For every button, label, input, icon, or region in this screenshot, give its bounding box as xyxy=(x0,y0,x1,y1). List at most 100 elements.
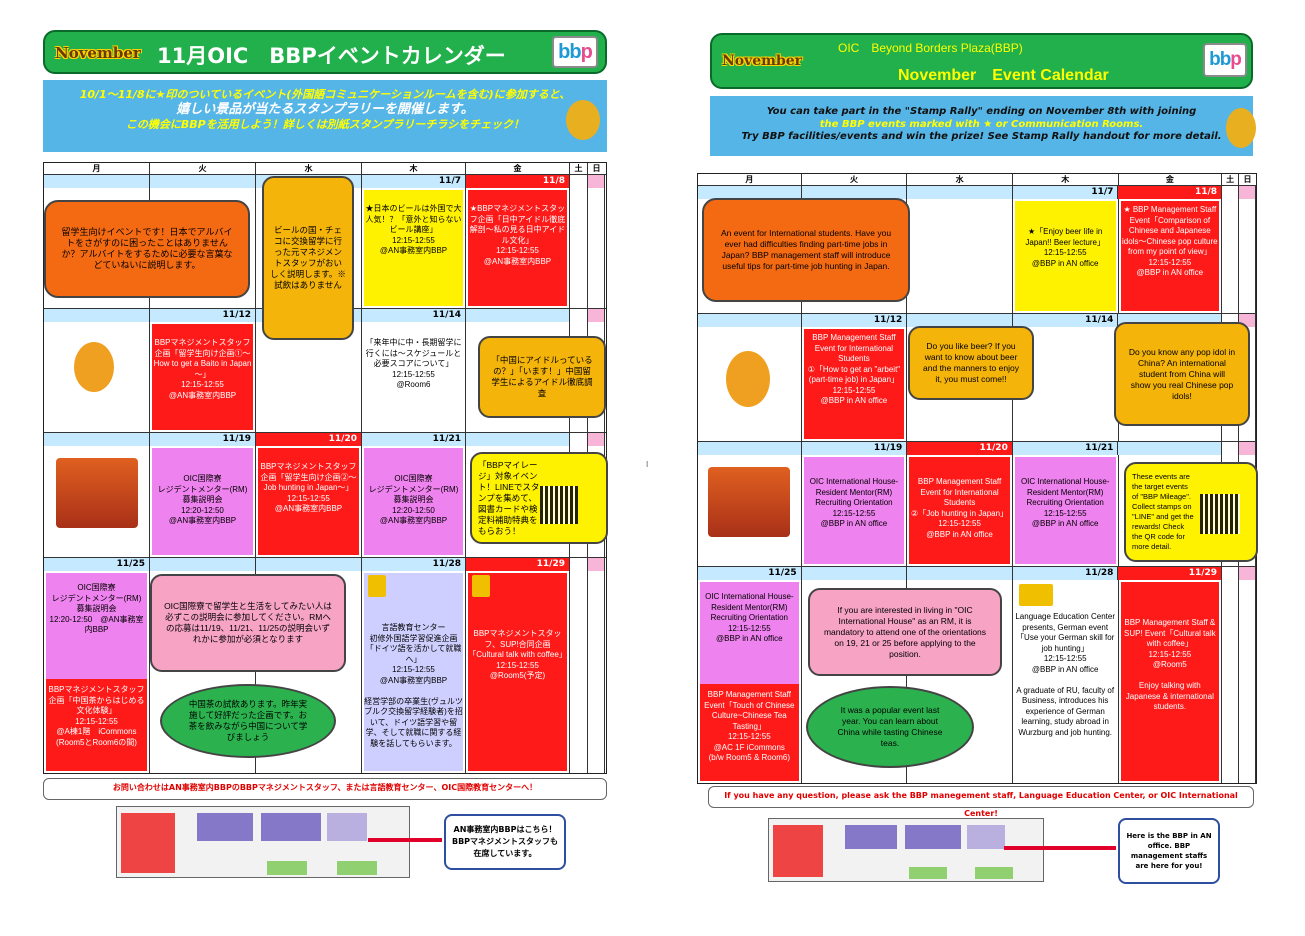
autumn-leaf-icon xyxy=(1226,108,1256,148)
weekday-thu: 木 xyxy=(1013,174,1119,185)
jp-bubble-intl-students: 留学生向けイベントです！日本でアルバイトをさがすのに困ったことはありませんか？ア… xyxy=(44,200,250,298)
date-label: 11/25 xyxy=(44,558,150,571)
jp-notice-line1: 10/1～11/8に★印のついているイベント(外国語コミュニケーションルームを含… xyxy=(79,88,571,101)
separator-mark: l xyxy=(646,460,649,469)
event-baito-japan[interactable]: BBP Management Staff Event for Internati… xyxy=(803,329,905,439)
weekday-tue: 火 xyxy=(150,163,256,174)
date-label: 11/8 xyxy=(1118,186,1223,199)
event-rm-orientation-21[interactable]: OIC International House-Resident Mentor(… xyxy=(1014,457,1116,564)
en-title: November Event Calendar xyxy=(898,67,1109,84)
weekday-thu: 木 xyxy=(362,163,466,174)
weekday-wed: 水 xyxy=(256,163,362,174)
en-bubble-rm: If you are interested in living in "OIC … xyxy=(808,588,1002,676)
jp-bubble-idol: 「中国にアイドルっているの？」「います！」中国留学生によるアイドル徹底調査 xyxy=(478,336,606,418)
date-label: 11/7 xyxy=(1012,186,1119,199)
jp-bbp-location-info: AN事務室内BBPはこちら！BBPマネジメントスタッフも在席しています。 xyxy=(444,814,566,870)
jp-contact-note: お問い合わせはAN事務室内BBPのBBPマネジメントスタッフ、または言語教育セン… xyxy=(43,778,607,800)
weekday-mon: 月 xyxy=(698,174,802,185)
event-beer-lecture[interactable]: ★「Enjoy beer life in Japan!! Beer lectur… xyxy=(1014,201,1116,311)
jp-weekday-header: 月 火 水 木 金 土 日 xyxy=(44,163,606,175)
qr-code[interactable] xyxy=(1200,494,1240,534)
jp-title-banner: November 11月OIC BBPイベントカレンダー bbp xyxy=(43,30,607,74)
event-rm-orientation-21[interactable]: OIC国際寮 レジデントメンター(RM) 募集説明会 12:20-12:50 @… xyxy=(364,448,463,555)
en-floor-map[interactable] xyxy=(768,818,1044,882)
en-month-label: November xyxy=(722,53,803,69)
jp-bubble-tea: 中国茶の試飲あります。昨年実施して好評だった企画です。お茶を飲みながら中国につい… xyxy=(160,684,336,758)
event-chinese-tea[interactable]: BBPマネジメントスタッフ企画「中国茶からはじめる文化体験」 12:15-12:… xyxy=(46,679,147,771)
bbp-mileage-icon xyxy=(1018,584,1053,606)
date-label: 11/7 xyxy=(362,175,466,188)
event-cultural-talk-coffee[interactable]: BBPマネジメントスタッフ、SUP!合同企画「Cultural talk wit… xyxy=(468,573,567,771)
date-label: 11/12 xyxy=(150,309,256,322)
en-contact-note: If you have any question, please ask the… xyxy=(708,786,1254,818)
weekday-fri: 金 xyxy=(1119,174,1223,185)
jp-floor-map[interactable] xyxy=(116,806,410,878)
en-weekday-header: 月 火 水 木 金 土 日 xyxy=(698,174,1256,186)
jp-month-label: November xyxy=(55,44,141,62)
event-baito-japan[interactable]: BBPマネジメントスタッフ企画「留学生向け企画①～How to get a Ba… xyxy=(152,324,253,430)
en-bubble-mileage: These events are the target events of "B… xyxy=(1124,462,1258,562)
date-label: 11/21 xyxy=(1012,442,1119,455)
event-beer-lecture[interactable]: ★日本のビールは外国で大人気！？「意外と知らないビール講座」 12:15-12:… xyxy=(364,190,463,306)
weekday-sun: 日 xyxy=(592,164,601,173)
event-chinese-tea[interactable]: BBP Management Staff Event「Touch of Chin… xyxy=(700,684,799,781)
en-bbp-logo: bbp xyxy=(1203,43,1247,77)
date-label: 11/19 xyxy=(150,433,256,446)
en-notice-line3: Try BBP facilities/events and win the pr… xyxy=(741,131,1222,142)
map-arrow xyxy=(1004,846,1116,850)
event-idol-culture[interactable]: ★BBPマネジメントスタッフ企画「日中アイドル徹底解剖～私の見る日中アイドル文化… xyxy=(468,190,567,306)
en-title-line1: OIC Beyond Borders Plaza(BBP) xyxy=(838,41,1023,55)
date-label: 11/19 xyxy=(801,442,908,455)
event-job-hunting[interactable]: BBPマネジメントスタッフ企画「留学生向け企画②～Job hunting in … xyxy=(258,448,359,555)
date-label: 11/29 xyxy=(466,558,570,571)
jp-stamp-rally-notice: 10/1～11/8に★印のついているイベント(外国語コミュニケーションルームを含… xyxy=(43,80,607,152)
bbp-mileage-icon xyxy=(368,575,386,597)
event-german-job-hunting[interactable]: Language Education Center presents, Germ… xyxy=(1014,582,1116,781)
event-rm-orientation-19[interactable]: OIC International House-Resident Mentor(… xyxy=(803,457,905,564)
jp-title: 11月OIC BBPイベントカレンダー xyxy=(157,44,506,68)
event-german-job-hunting[interactable]: 言語教育センター 初修外国語学習促進企画「ドイツ語を活かして就職へ」 12:15… xyxy=(364,573,463,771)
en-notice-line1: You can take part in the "Stamp Rally" e… xyxy=(766,106,1197,117)
weekday-fri: 金 xyxy=(466,163,570,174)
weekday-tue: 火 xyxy=(802,174,908,185)
event-rm-orientation-25[interactable]: OIC国際寮 レジデントメンター(RM) 募集説明会 12:20-12:50 @… xyxy=(46,573,147,681)
event-rm-orientation-25[interactable]: OIC International House-Resident Mentor(… xyxy=(700,582,799,687)
date-label: 11/28 xyxy=(362,558,466,571)
jp-bubble-rm: OIC国際寮で留学生と生活をしてみたい人は必ずこの説明会に参加してください。RM… xyxy=(150,574,346,672)
event-job-hunting[interactable]: BBP Management Staff Event for Internati… xyxy=(909,457,1010,564)
weekday-sat: 土 xyxy=(1222,174,1240,185)
en-bubble-idol: Do you know any pop idol in China? An in… xyxy=(1114,322,1250,426)
date-label: 11/12 xyxy=(801,314,908,327)
autumn-character-icon xyxy=(726,351,770,407)
en-stamp-rally-notice: You can take part in the "Stamp Rally" e… xyxy=(710,96,1253,156)
jp-bbp-logo: bbp xyxy=(552,36,598,68)
date-label: 11/20 xyxy=(907,442,1013,455)
event-study-abroad-schedule[interactable]: 「来年中に中・長期留学に行くには～スケジュールと必要スコアについて」 12:15… xyxy=(364,324,463,430)
en-title-banner: OIC Beyond Borders Plaza(BBP) November N… xyxy=(710,33,1253,89)
date-label: 11/29 xyxy=(1118,567,1223,580)
weekday-mon: 月 xyxy=(44,163,150,174)
en-bubble-beer: Do you like beer? If you want to know ab… xyxy=(908,326,1034,400)
jp-bubble-beer: ビールの国・チェコに交換留学に行った元マネジメントスタッフがおいしく説明します。… xyxy=(262,176,354,340)
date-label: 11/25 xyxy=(698,567,802,580)
date-label: 11/8 xyxy=(466,175,570,188)
jp-bubble-mileage: 「BBPマイレージ」対象イベント！LINEでスタンプを集めて、図書カードや検定料… xyxy=(470,452,608,544)
weekday-wed: 水 xyxy=(907,174,1013,185)
event-idol-culture[interactable]: ★ BBP Management Staff Event「Comparison … xyxy=(1120,201,1220,311)
autumn-leaf-icon xyxy=(566,100,600,140)
event-cultural-talk-coffee[interactable]: BBP Management Staff & SUP! Event「Cultur… xyxy=(1120,582,1220,781)
en-notice-line2: the BBP events marked with ★ or Communic… xyxy=(819,118,1144,130)
date-label: 11/21 xyxy=(362,433,466,446)
event-rm-orientation-19[interactable]: OIC国際寮 レジデントメンター(RM) 募集説明会 12:20-12:50 @… xyxy=(152,448,253,555)
jp-notice-line3: この機会にBBPを活用しよう！詳しくは別紙スタンプラリーチラシをチェック！ xyxy=(125,118,525,131)
autumn-character-icon xyxy=(74,342,114,392)
temple-autumn-icon xyxy=(708,467,790,537)
qr-code[interactable] xyxy=(540,486,578,524)
weekday-sat: 土 xyxy=(570,163,588,174)
date-label: 11/14 xyxy=(1012,314,1119,327)
